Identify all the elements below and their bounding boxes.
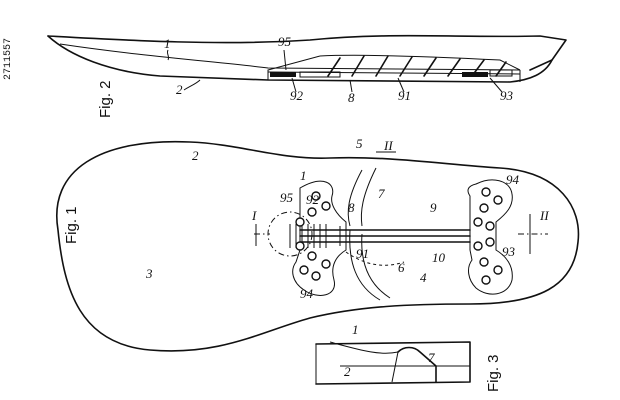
fig1-label-6: 6: [398, 260, 405, 275]
section-mark-left: I: [251, 208, 257, 223]
fig3-label-2: 2: [344, 364, 351, 379]
fig1-label-9: 9: [430, 200, 437, 215]
fig1-label-2: 2: [192, 148, 199, 163]
section-mark-right: II: [539, 208, 549, 223]
fig1-label-10: 10: [432, 250, 446, 265]
fig3-label-7: 7: [428, 350, 435, 365]
fig1-title: Fig. 1: [63, 206, 80, 244]
fig1-label-7: 7: [378, 186, 385, 201]
fig1-label-94-right: 94: [506, 172, 520, 187]
fig2-label-2: 2: [176, 82, 183, 97]
fig2-label-1: 1: [164, 36, 171, 51]
heel-holes: [295, 191, 331, 281]
plate-end: [489, 69, 513, 77]
fig1-label-5: 5: [356, 136, 363, 151]
fig2-label-92: 92: [290, 88, 304, 103]
fig3-detail-section: 1 2 7 Fig. 3: [315, 322, 502, 392]
fig1-label-8: 8: [348, 200, 355, 215]
fig2-label-95: 95: [278, 34, 292, 49]
fig1-label-3: 3: [145, 266, 153, 281]
fig1-label-4: 4: [420, 270, 427, 285]
fig1-label-94-left: 94: [300, 286, 314, 301]
fig1-label-1: 1: [300, 168, 307, 183]
fig1-label-91: 91: [356, 246, 369, 261]
fig2-label-93: 93: [500, 88, 514, 103]
fig2-label-8: 8: [348, 90, 355, 105]
fig2-title: Fig. 2: [97, 80, 114, 118]
forefoot-holes: [473, 187, 503, 285]
fig1-label-95: 95: [280, 190, 294, 205]
plate-93: [462, 72, 488, 77]
fig3-title: Fig. 3: [485, 354, 502, 392]
fig3-label-1: 1: [352, 322, 359, 337]
plate-92: [270, 72, 296, 77]
fig1-sole-plan: I II II 2 3 5 1 95 92 8 7 9 10 91 6 4 94…: [56, 136, 580, 352]
page-id-label: 2711557: [3, 38, 14, 80]
fig2-label-91: 91: [398, 88, 411, 103]
fig1-label-92: 92: [306, 192, 320, 207]
fig2-side-section: 1 2 95 92 8 91 93 Fig. 2: [47, 34, 567, 118]
rod-91-left: [299, 71, 341, 78]
fig1-label-93: 93: [502, 244, 516, 259]
section-mark-top: II: [383, 138, 393, 153]
